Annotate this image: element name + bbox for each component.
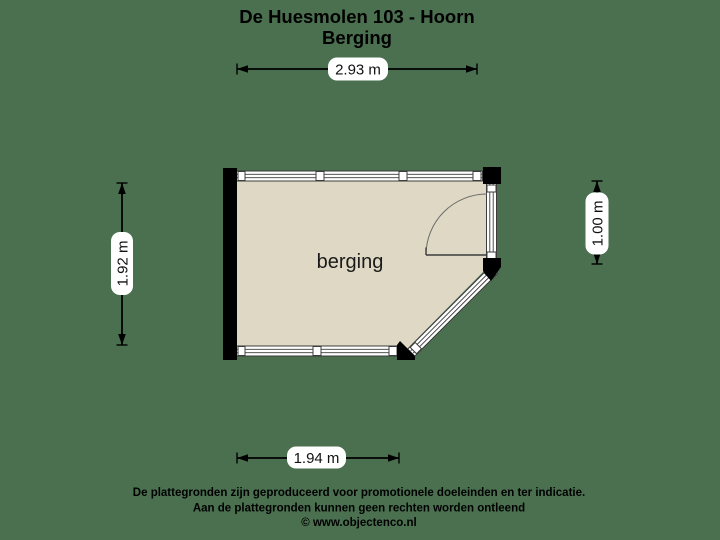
dimension-top: 2.93 m xyxy=(236,57,478,81)
dimension-right-label: 1.00 m xyxy=(590,201,607,247)
footer-line-2: Aan de plattegronden kunnen geen rechten… xyxy=(193,503,525,515)
room-label: berging xyxy=(317,251,384,273)
dimension-left: 1.92 m xyxy=(111,182,133,346)
wall-corner-top-right xyxy=(483,167,501,184)
door xyxy=(425,193,488,256)
wall-left xyxy=(223,168,237,360)
window-band-bottom xyxy=(236,345,400,357)
window-band-right xyxy=(486,183,497,262)
dimension-bottom: 1.94 m xyxy=(236,446,400,469)
dimension-left-label: 1.92 m xyxy=(115,241,132,287)
page-subtitle: Berging xyxy=(322,27,392,48)
page-title: De Huesmolen 103 - Hoorn xyxy=(239,6,474,27)
dimension-top-label: 2.93 m xyxy=(335,62,381,79)
door-swing-arc xyxy=(425,193,488,256)
room-floor-area xyxy=(236,171,489,351)
wall-corner-bottom xyxy=(397,341,415,360)
dimension-right: 1.00 m xyxy=(585,180,609,265)
wall-corner-right xyxy=(483,258,501,281)
footer: De plattegronden zijn geproduceerd voor … xyxy=(133,487,585,529)
room-berging: berging xyxy=(236,171,489,351)
footer-line-3: © www.objectenco.nl xyxy=(301,517,416,529)
footer-line-1: De plattegronden zijn geproduceerd voor … xyxy=(133,487,585,499)
dimension-bottom-label: 1.94 m xyxy=(294,450,340,467)
window-band-top xyxy=(236,170,483,182)
